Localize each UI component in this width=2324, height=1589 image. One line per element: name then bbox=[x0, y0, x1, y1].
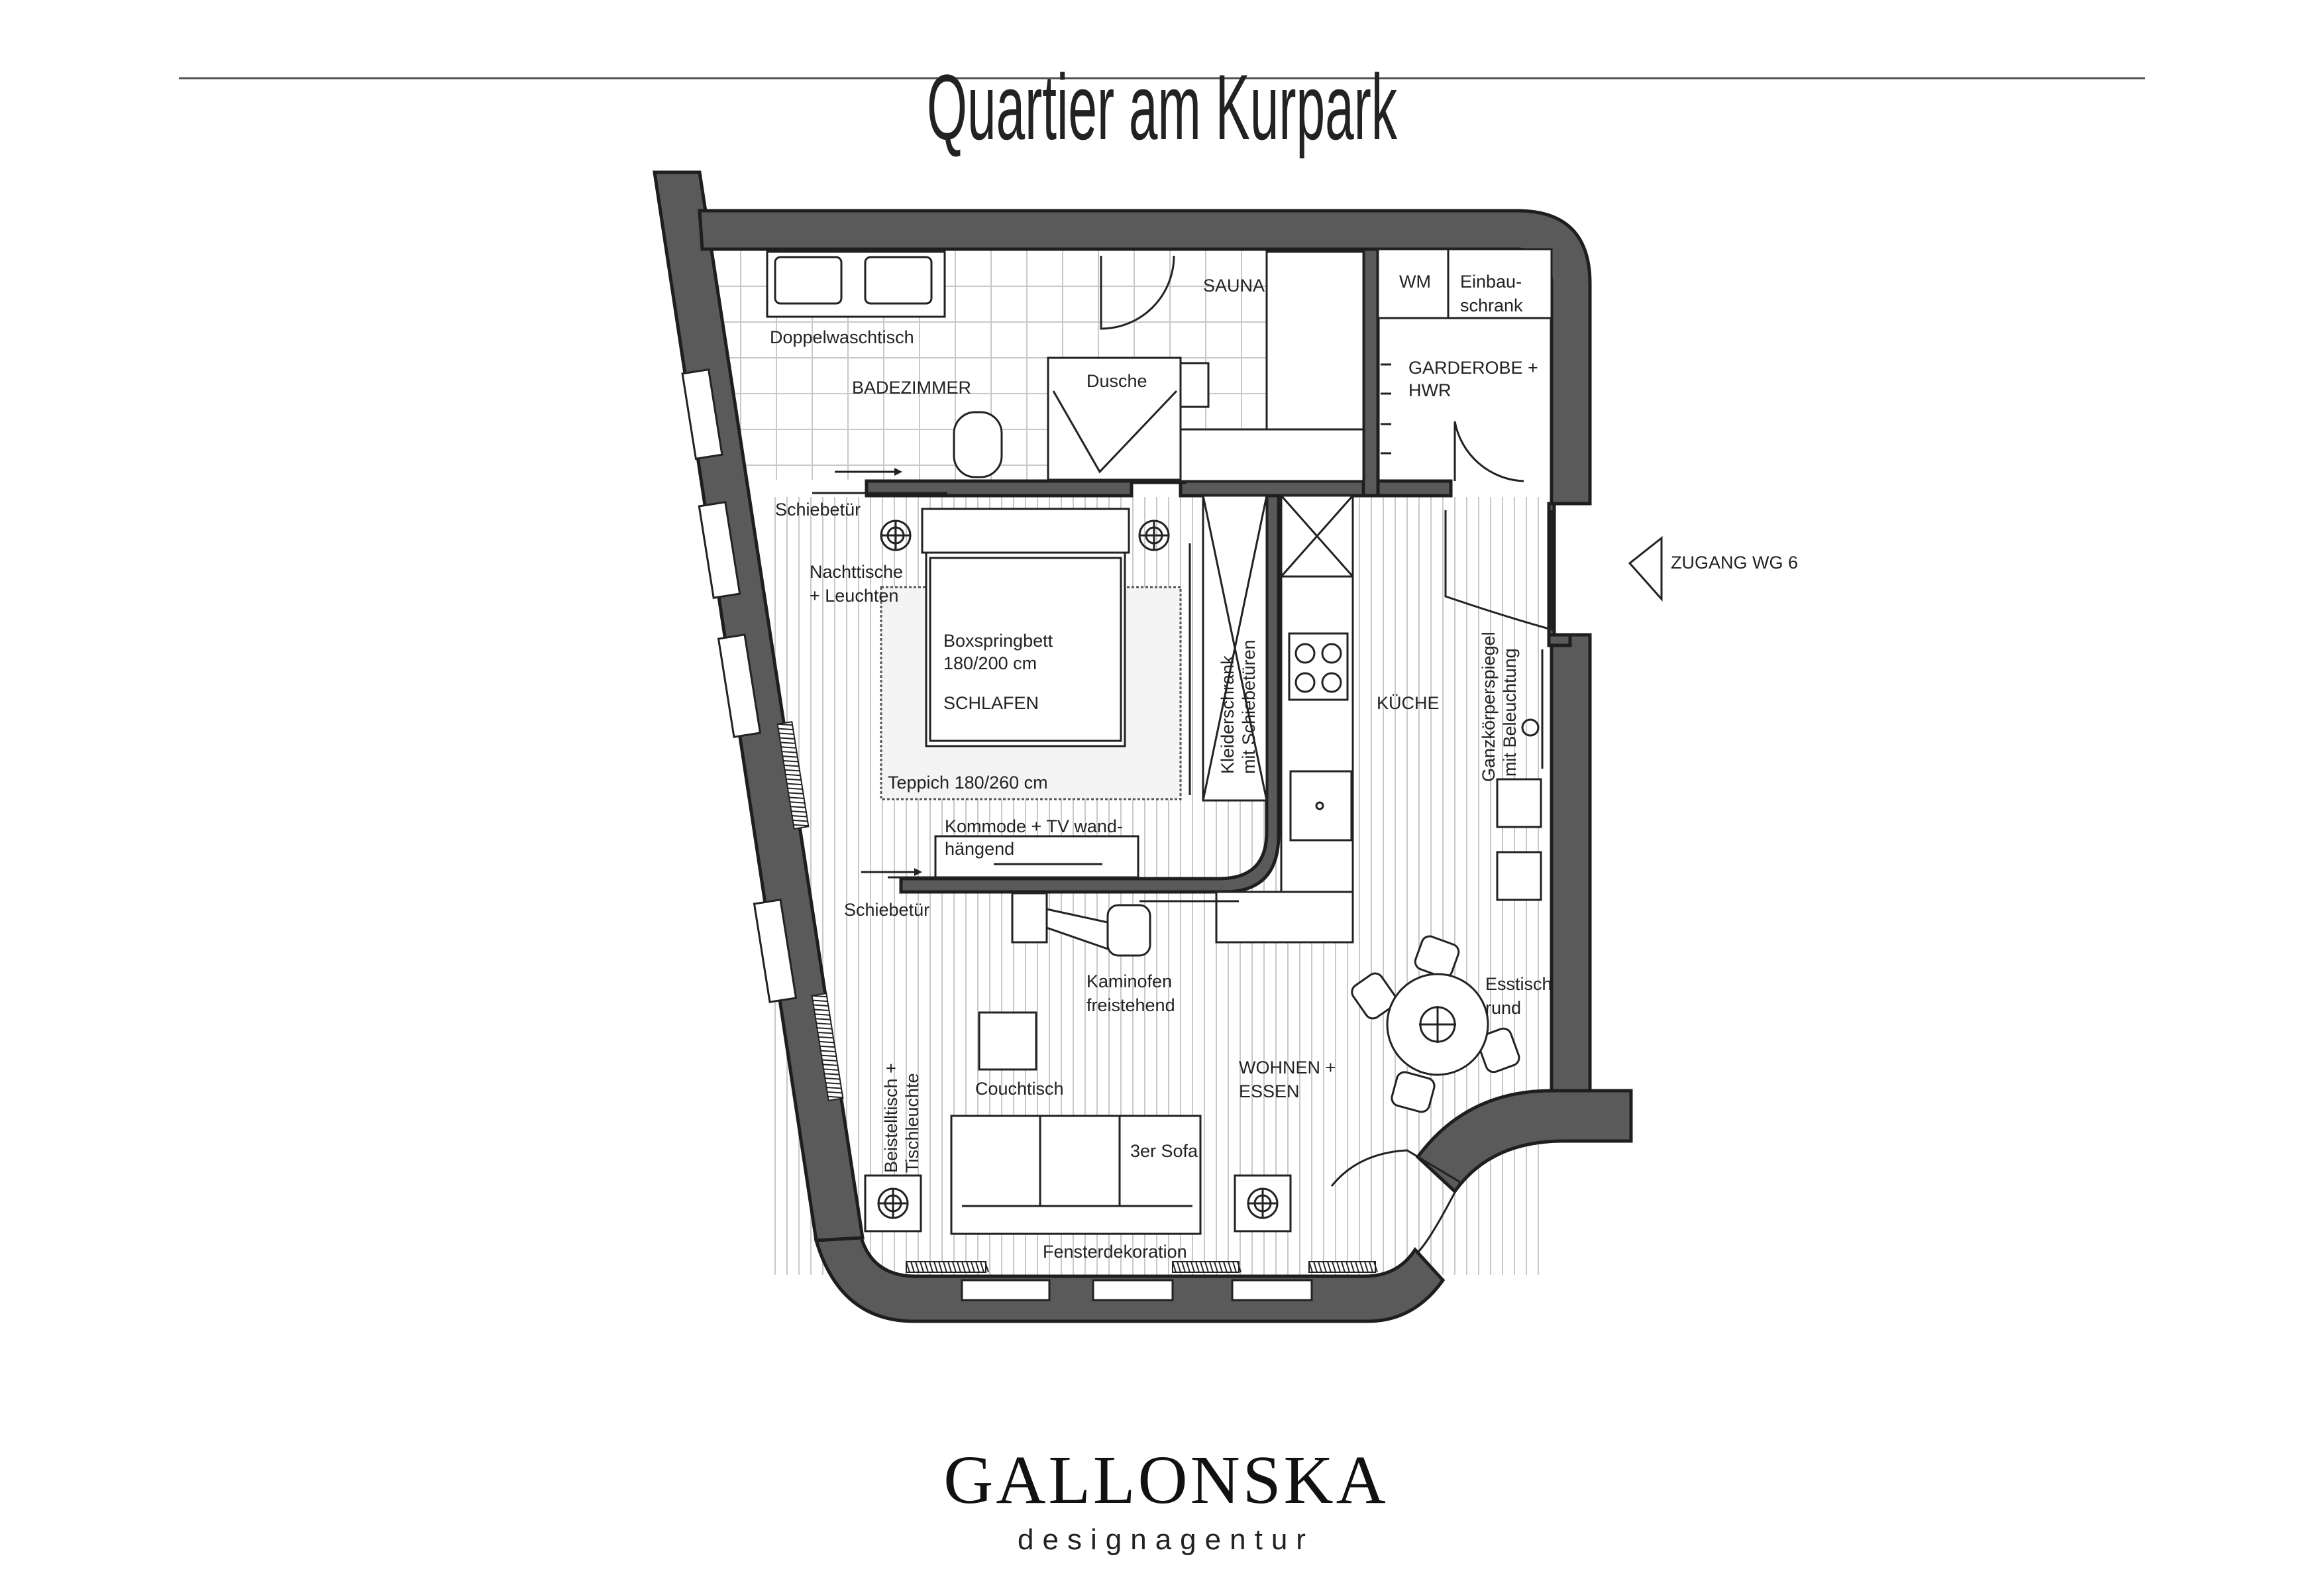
patio-door[interactable] bbox=[1330, 1149, 1461, 1254]
living-area bbox=[864, 935, 1520, 1254]
lamp-icon bbox=[880, 520, 912, 551]
label-slide-door-bottom: Schiebetür bbox=[844, 900, 929, 920]
label-stove-2: freistehend bbox=[1086, 995, 1175, 1015]
double-sink bbox=[766, 250, 946, 318]
coffee-table bbox=[978, 1011, 1037, 1071]
sofa bbox=[950, 1115, 1202, 1235]
radiator bbox=[811, 993, 844, 1101]
fireplace-stove bbox=[1011, 892, 1239, 957]
label-living-2: ESSEN bbox=[1239, 1081, 1300, 1101]
label-wardrobe-1: GARDEROBE + bbox=[1408, 358, 1538, 378]
label-entrance: ZUGANG WG 6 bbox=[1671, 553, 1798, 573]
light-icon bbox=[1521, 718, 1540, 737]
brand-name: GALLONSKA bbox=[943, 1442, 1389, 1518]
label-shower: Dusche bbox=[1086, 371, 1147, 391]
mirror-area bbox=[1496, 649, 1544, 901]
label-sauna: SAUNA bbox=[1203, 276, 1265, 296]
toilet bbox=[953, 411, 1003, 478]
label-dining-2: rund bbox=[1485, 998, 1521, 1018]
entrance-arrow-icon bbox=[1628, 535, 1663, 602]
label-bed-2: 180/200 cm bbox=[943, 653, 1037, 673]
dining-table bbox=[1351, 935, 1520, 1113]
kitchen-island bbox=[1215, 891, 1354, 944]
kitchen bbox=[1215, 494, 1354, 944]
label-closet-2: mit Schiebetüren bbox=[1239, 639, 1259, 774]
label-kitchen: KÜCHE bbox=[1377, 693, 1440, 713]
label-slide-door-top: Schiebetür bbox=[775, 500, 861, 520]
bed bbox=[925, 551, 1126, 747]
label-rug: Teppich 180/260 cm bbox=[888, 773, 1048, 793]
wardrobe-area bbox=[1377, 248, 1553, 482]
sauna-stove bbox=[1179, 362, 1210, 408]
bedroom bbox=[880, 494, 1268, 879]
labels: Doppelwaschtisch BADEZIMMER Dusche SAUNA… bbox=[770, 272, 1798, 1262]
label-dining-1: Esstisch bbox=[1485, 974, 1552, 994]
label-coffee: Couchtisch bbox=[975, 1079, 1064, 1099]
label-side-1: Beistelltisch + bbox=[881, 1063, 901, 1173]
label-dresser-2: hängend bbox=[945, 839, 1014, 859]
label-closet-1: Kleiderschrank bbox=[1218, 655, 1238, 774]
lamp-icon bbox=[864, 1174, 922, 1233]
label-bathroom: BADEZIMMER bbox=[852, 378, 971, 398]
label-curtain: Fensterdekoration bbox=[1043, 1242, 1187, 1262]
label-builtin-1: Einbau- bbox=[1460, 272, 1522, 292]
lamp-icon bbox=[1234, 1174, 1292, 1233]
label-side-2: Tischleuchte bbox=[902, 1073, 922, 1173]
label-nightstands-2: + Leuchten bbox=[810, 586, 898, 606]
label-builtin-2: schrank bbox=[1460, 296, 1523, 315]
label-nightstands-1: Nachttische bbox=[810, 562, 903, 582]
label-dresser-1: Kommode + TV wand- bbox=[945, 816, 1123, 836]
label-bath-sink: Doppelwaschtisch bbox=[770, 327, 914, 347]
label-stove-1: Kaminofen bbox=[1086, 971, 1172, 991]
label-mirror-2: mit Beleuchtung bbox=[1500, 648, 1520, 777]
lamp-icon bbox=[1138, 520, 1170, 551]
radiator bbox=[906, 1261, 989, 1273]
label-sofa: 3er Sofa bbox=[1130, 1141, 1198, 1161]
plan-title: Quartier am Kurpark bbox=[927, 55, 1398, 159]
label-wm: WM bbox=[1399, 272, 1431, 292]
radiator bbox=[1172, 1261, 1241, 1273]
counter bbox=[1280, 575, 1354, 914]
entrance-door[interactable] bbox=[1444, 510, 1663, 631]
bathroom-door[interactable] bbox=[1100, 255, 1175, 330]
bathroom-fixtures bbox=[766, 250, 1365, 482]
headboard bbox=[921, 508, 1130, 554]
label-living-1: WOHNEN + bbox=[1239, 1058, 1336, 1077]
radiator bbox=[776, 721, 810, 830]
label-wardrobe-2: HWR bbox=[1408, 380, 1451, 400]
label-sleep: SCHLAFEN bbox=[943, 693, 1039, 713]
wardrobe-door[interactable] bbox=[1453, 421, 1524, 482]
label-mirror-1: Ganzkörperspiegel bbox=[1479, 631, 1499, 782]
radiator bbox=[1308, 1261, 1378, 1273]
sauna-bench bbox=[1179, 250, 1365, 482]
dresser bbox=[934, 835, 1139, 879]
kitchen-sink bbox=[1289, 770, 1353, 842]
radiators bbox=[776, 721, 1378, 1273]
brand-subtitle: designagentur bbox=[1018, 1523, 1314, 1556]
left-windows bbox=[681, 368, 798, 1003]
bottom-windows bbox=[961, 1279, 1313, 1301]
label-bed-1: Boxspringbett bbox=[943, 631, 1053, 651]
